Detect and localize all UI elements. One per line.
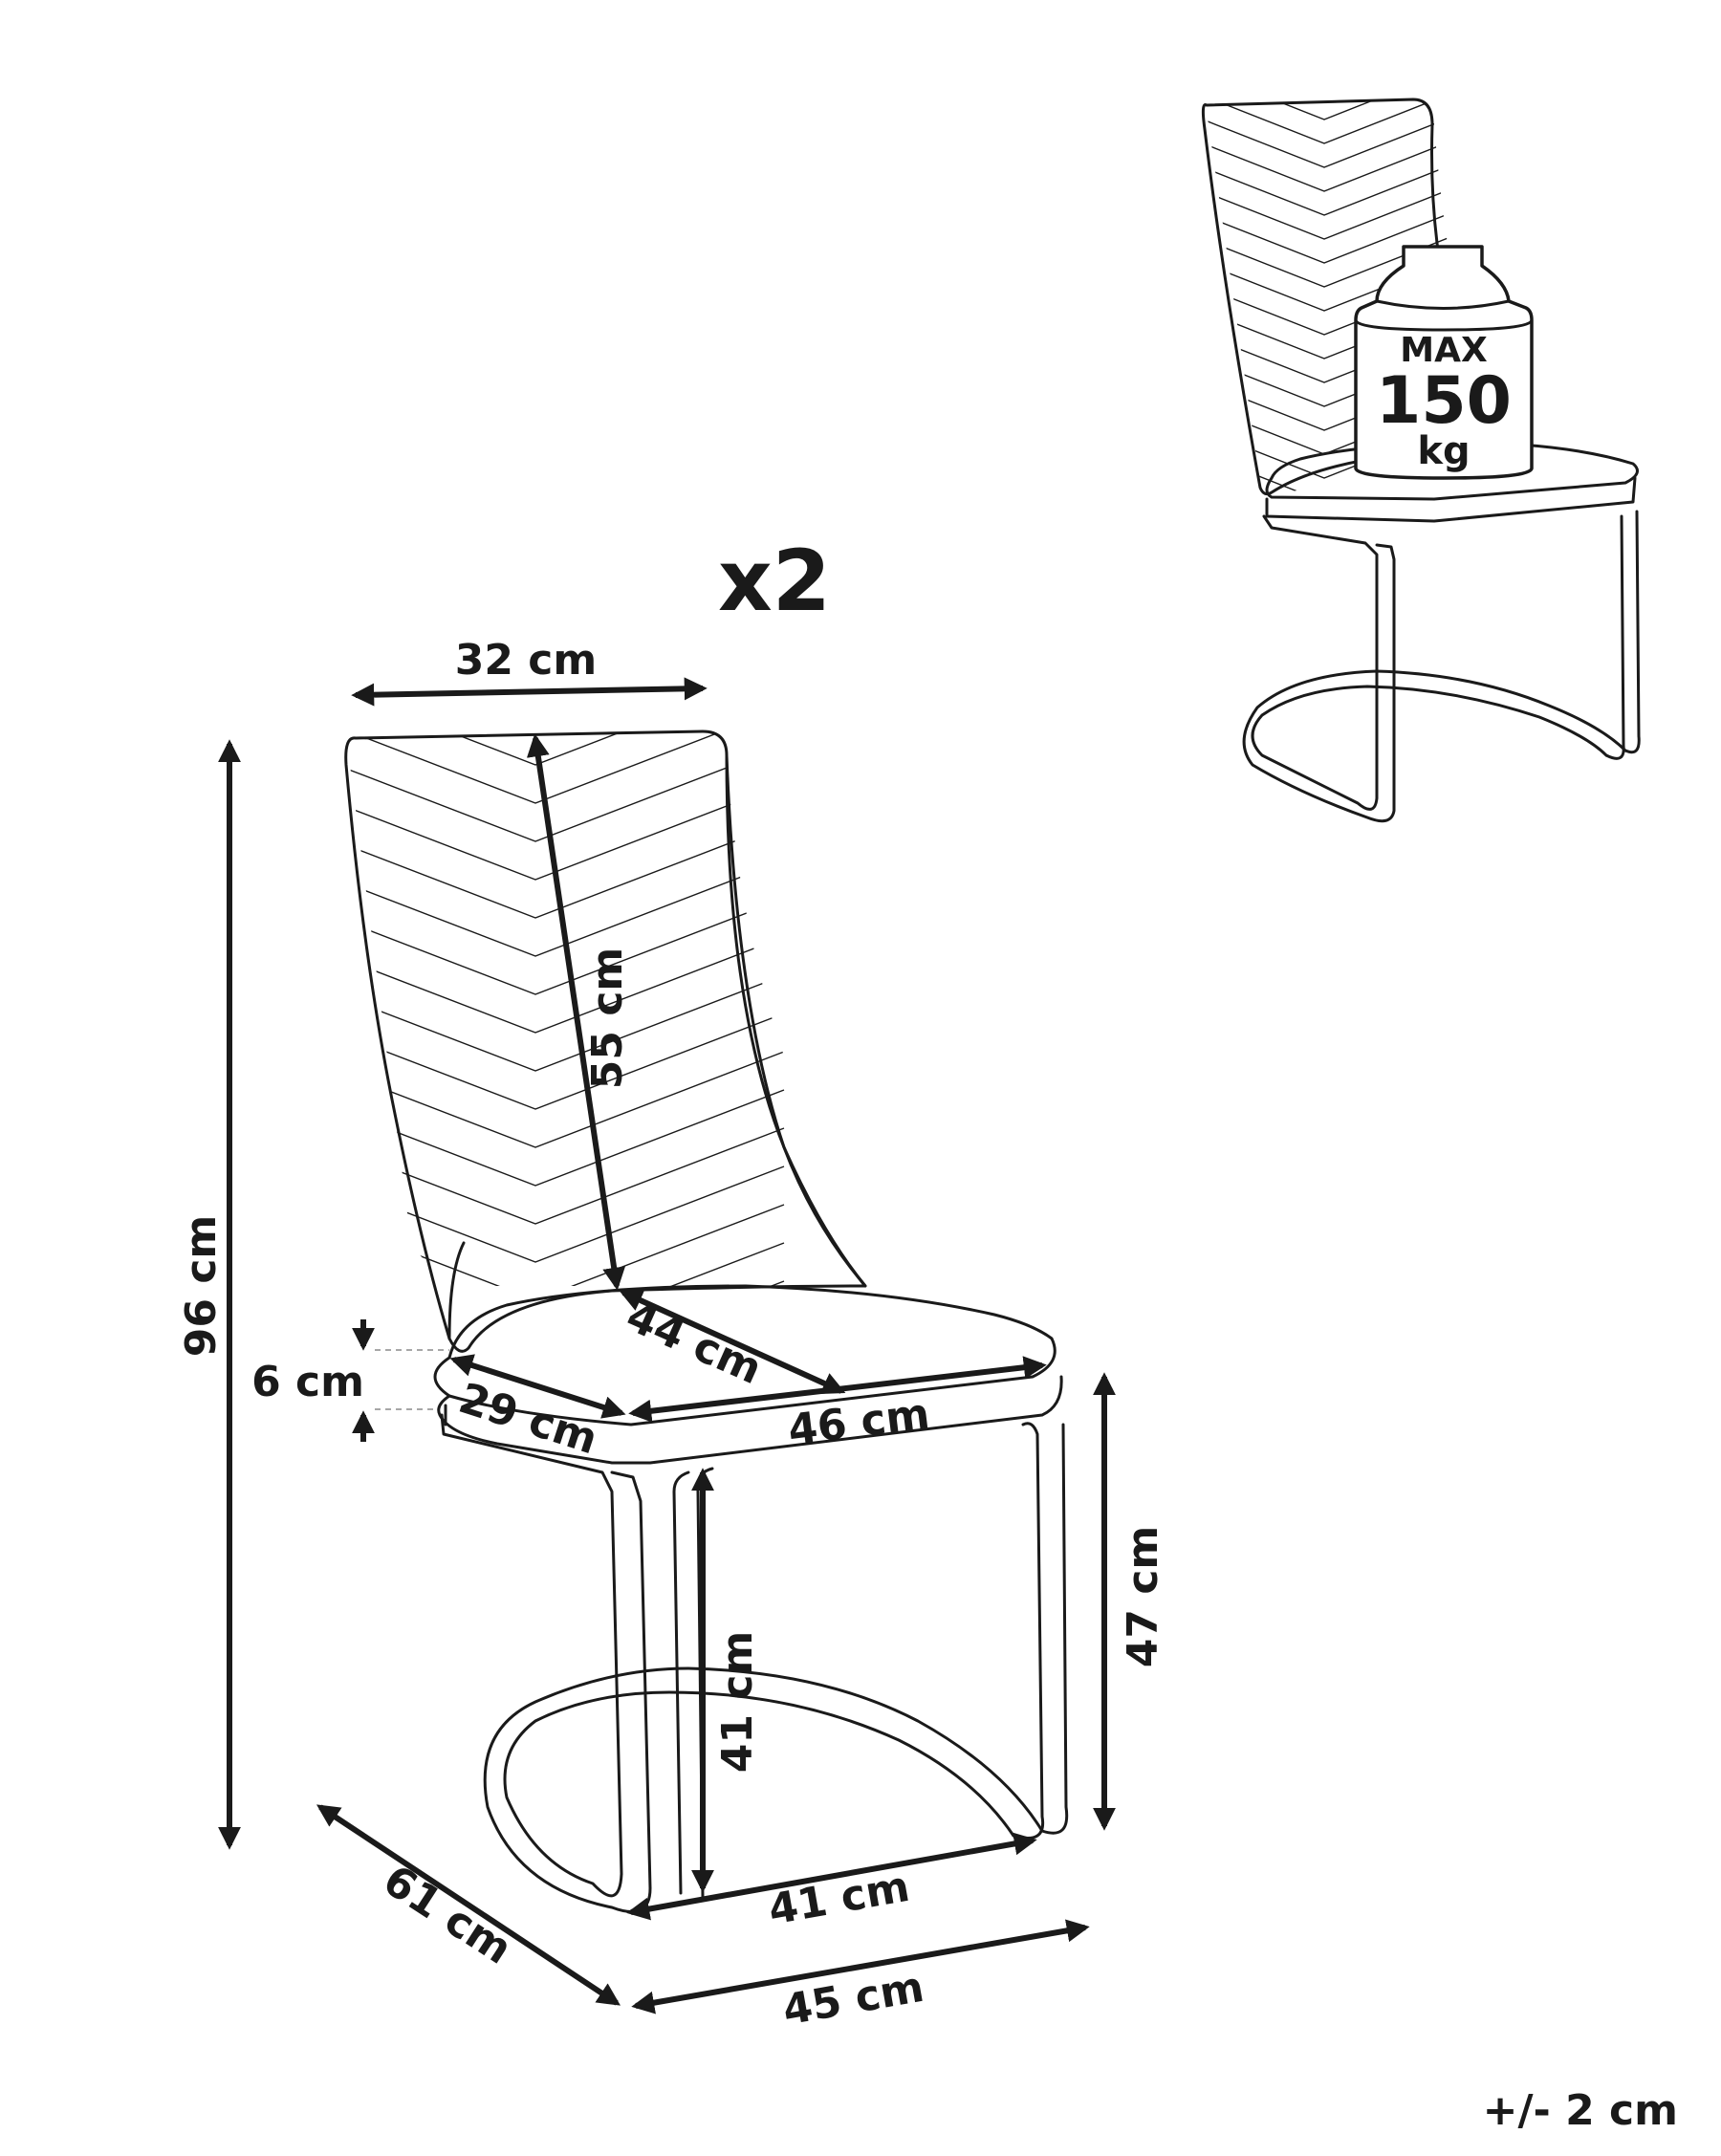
- dim-line-backrest-height: [526, 733, 626, 1291]
- dimension-labels: 32 cm 96 cm 55 cm 44 cm 29 cm 46 cm 6 cm…: [177, 636, 1167, 2036]
- label-seat-height: 47 cm: [1119, 1526, 1167, 1667]
- main-chair-drawing: [344, 730, 1069, 1913]
- label-seat-thickness: 6 cm: [251, 1358, 364, 1406]
- dimension-lines: [218, 677, 1116, 2014]
- label-total-height: 96 cm: [177, 1215, 226, 1357]
- dim-line-base-inner: [626, 1832, 1037, 1921]
- small-seat-top: [1265, 442, 1639, 501]
- label-overall-depth: 61 cm: [375, 1856, 520, 1974]
- label-backrest-height: 55 cm: [583, 947, 632, 1089]
- max-load-line2: 150: [1376, 363, 1512, 439]
- dim-line-backrest-width: [351, 677, 708, 707]
- small-seat-side: [1265, 476, 1637, 523]
- small-cantilever-frame: [1242, 510, 1641, 823]
- label-seat-width: 46 cm: [785, 1389, 932, 1455]
- label-seat-side-depth: 29 cm: [453, 1374, 603, 1464]
- dim-line-seat-side-depth: [449, 1354, 626, 1419]
- label-frame-height: 41 cm: [713, 1631, 762, 1773]
- max-load-weight-icon: MAX 150 kg: [1354, 245, 1534, 480]
- label-seat-depth: 44 cm: [620, 1292, 769, 1394]
- max-load-chair-drawing: MAX 150 kg: [1201, 98, 1641, 823]
- label-base-inner: 41 cm: [765, 1862, 913, 1935]
- main-backrest-chevron-pattern: [349, 731, 785, 1286]
- max-load-line1: MAX: [1400, 331, 1488, 370]
- label-backrest-width: 32 cm: [455, 636, 597, 685]
- dim-line-base-outer: [631, 1919, 1090, 2014]
- dim-line-overall-depth: [316, 1804, 621, 2006]
- quantity-label: x2: [718, 532, 831, 630]
- tolerance-label: +/- 2 cm: [1483, 2086, 1678, 2135]
- max-load-line3: kg: [1417, 429, 1470, 473]
- dim-line-seat-width: [628, 1356, 1047, 1423]
- label-base-outer: 45 cm: [779, 1963, 927, 2036]
- main-seat-side: [437, 1375, 1063, 1465]
